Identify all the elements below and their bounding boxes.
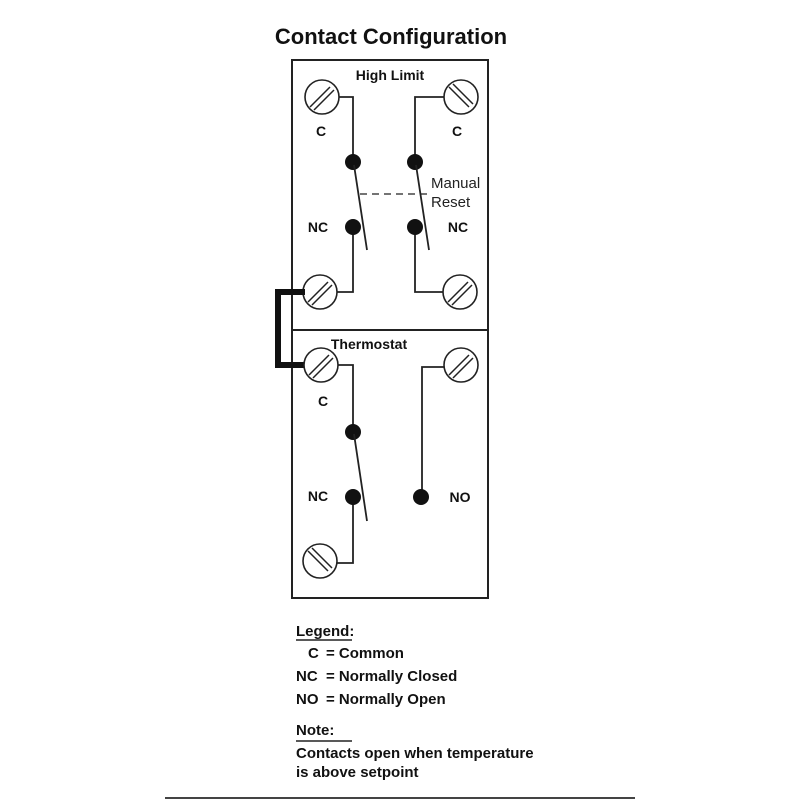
right-common-label: C (452, 123, 462, 139)
wire (414, 96, 444, 162)
contact-point-c (407, 154, 423, 170)
contact-point-c (345, 424, 361, 440)
screw-terminal-icon (303, 347, 339, 383)
switch-arm (353, 433, 368, 522)
manual-reset-label-line2: Reset (431, 194, 471, 211)
note-line-2: is above setpoint (296, 764, 419, 781)
legend: Legend: C = Common NC = Normally Closed … (296, 623, 457, 708)
switch-arm (353, 164, 368, 251)
screw-terminal-icon (304, 79, 340, 115)
wire (337, 497, 354, 564)
left-common-label: C (316, 123, 326, 139)
left-nc-label: NC (308, 219, 328, 235)
screw-terminal-icon (442, 274, 478, 310)
legend-text: = Normally Open (326, 691, 446, 708)
legend-abbr: C (308, 645, 319, 662)
thermostat-section: Thermostat C NC NO (302, 336, 479, 579)
contact-point-nc (345, 219, 361, 235)
note-line-1: Contacts open when temperature (296, 745, 534, 762)
thermostat-label: Thermostat (331, 336, 408, 352)
note-heading: Note: (296, 722, 334, 739)
wire (414, 227, 443, 293)
manual-reset-label-line1: Manual (431, 175, 480, 192)
note: Note: Contacts open when temperature is … (296, 722, 534, 781)
jumper-wire (275, 289, 305, 368)
legend-abbr: NO (296, 691, 319, 708)
wire (421, 366, 444, 497)
contact-point-no (413, 489, 429, 505)
switch-arm (415, 164, 430, 251)
legend-heading: Legend: (296, 623, 354, 640)
screw-terminal-icon (302, 274, 338, 310)
screw-terminal-icon (443, 79, 479, 115)
high-limit-label: High Limit (356, 67, 425, 83)
contact-point-c (345, 154, 361, 170)
legend-abbr: NC (296, 668, 318, 685)
thermostat-no-label: NO (450, 489, 471, 505)
screw-terminal-icon (443, 347, 479, 383)
contact-point-nc (345, 489, 361, 505)
wire (338, 364, 354, 432)
legend-text: = Normally Closed (326, 668, 457, 685)
high-limit-section: High Limit (302, 67, 480, 310)
thermostat-common-label: C (318, 393, 328, 409)
screw-terminal-icon (302, 543, 338, 579)
contact-point-nc (407, 219, 423, 235)
wire (339, 96, 354, 162)
right-nc-label: NC (448, 219, 468, 235)
legend-text: = Common (326, 645, 404, 662)
wire (337, 227, 354, 293)
diagram-title: Contact Configuration (275, 24, 507, 49)
thermostat-nc-label: NC (308, 488, 328, 504)
